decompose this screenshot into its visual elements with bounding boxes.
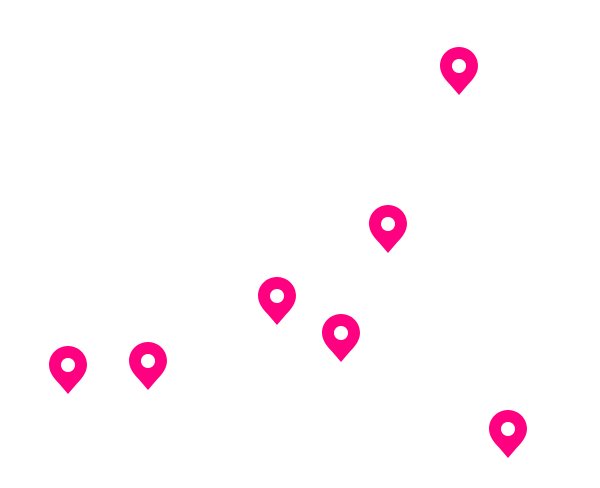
map-marker[interactable] [488,409,528,459]
map-marker[interactable] [439,46,479,96]
map-pin-icon [129,342,167,390]
map-marker[interactable] [48,345,88,395]
map-marker[interactable] [321,313,361,363]
map-pin-icon [49,346,87,394]
map-marker[interactable] [368,204,408,254]
map-pin-icon [258,277,296,325]
map-pin-icon [489,410,527,458]
map-marker[interactable] [257,276,297,326]
map-pin-icon [369,205,407,253]
map-pin-icon [440,47,478,95]
map-marker[interactable] [128,341,168,391]
map-pin-icon [322,314,360,362]
